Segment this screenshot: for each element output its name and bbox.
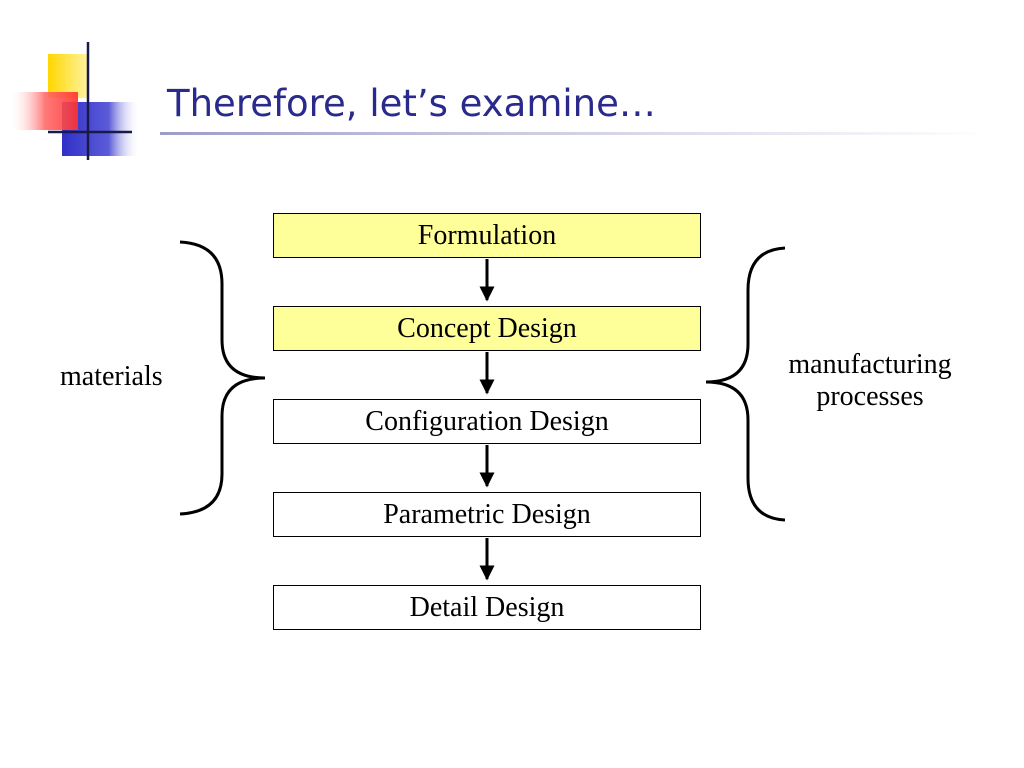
step-parametric-design: Parametric Design [273, 492, 701, 537]
slide-logo-icon [12, 42, 140, 160]
title-divider [160, 132, 990, 135]
manufacturing-processes-label: manufacturing processes [770, 349, 970, 413]
slide-title: Therefore, let’s examine… [167, 82, 656, 125]
right-curly-brace [705, 246, 786, 522]
left-curly-brace [179, 240, 266, 516]
manufacturing-label-line1: manufacturing [788, 349, 952, 380]
manufacturing-label-line2: processes [816, 381, 924, 413]
step-detail-design: Detail Design [273, 585, 701, 630]
step-configuration-design: Configuration Design [273, 399, 701, 444]
step-formulation: Formulation [273, 213, 701, 258]
step-concept-design: Concept Design [273, 306, 701, 351]
materials-label: materials [60, 361, 163, 392]
